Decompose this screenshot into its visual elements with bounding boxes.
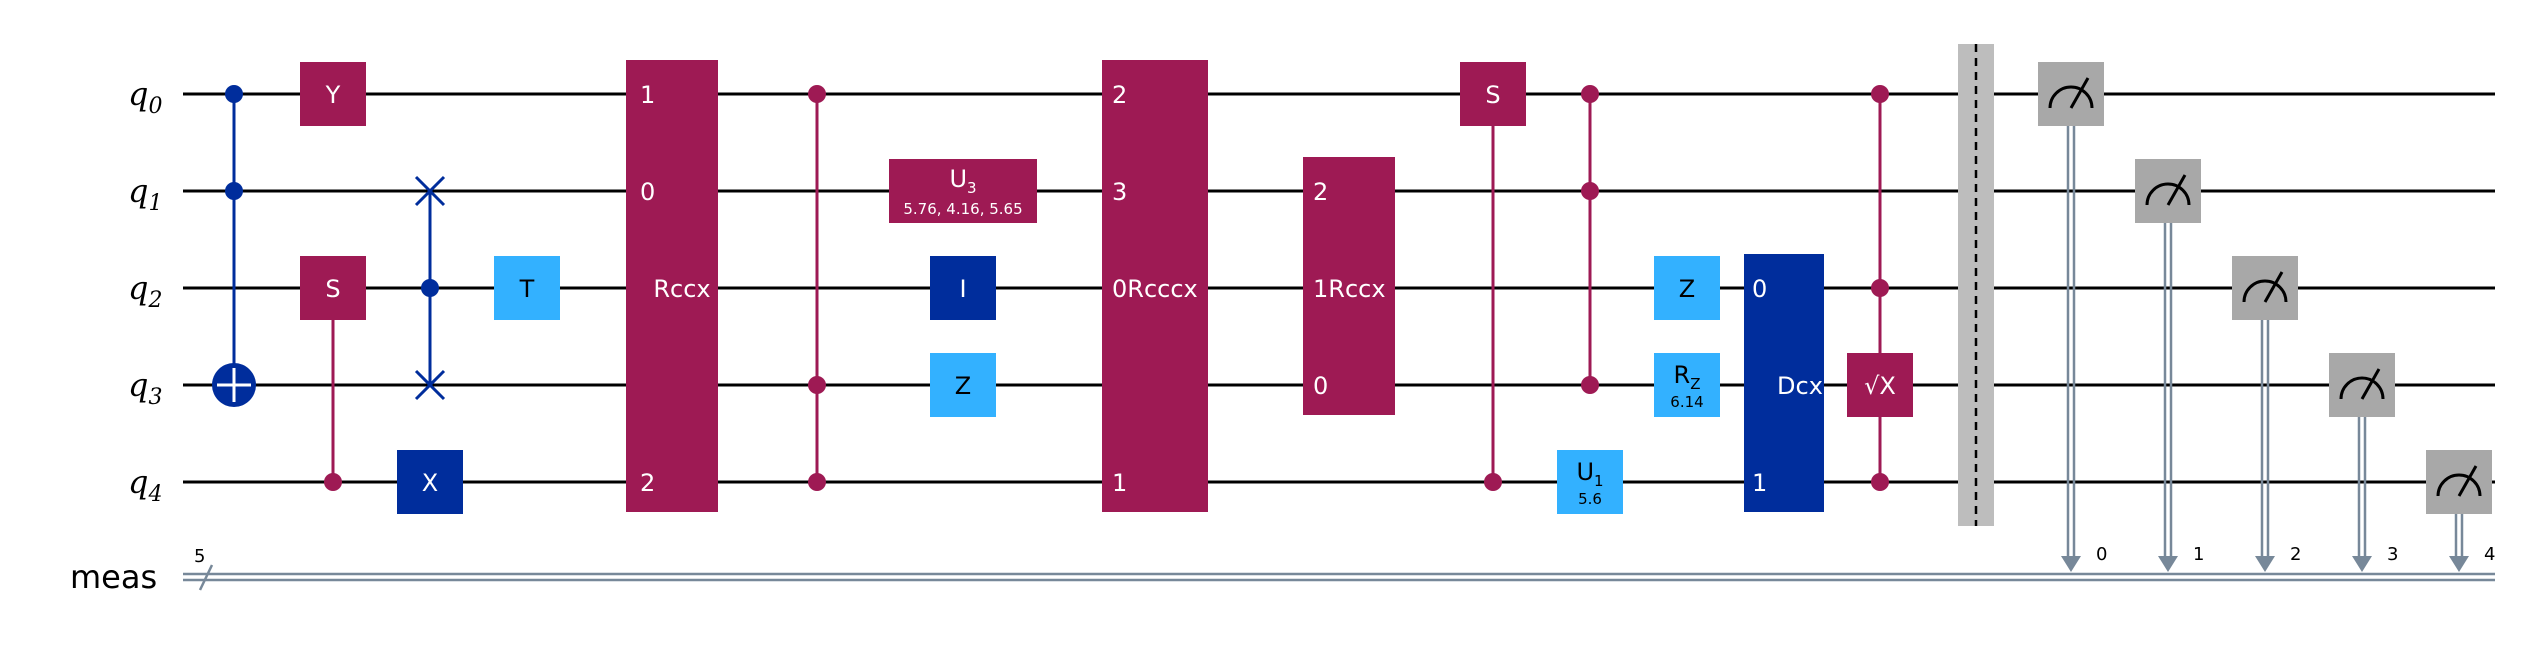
meter-icon	[2145, 174, 2191, 206]
control-dot	[808, 85, 826, 103]
svg-text:Rccx: Rccx	[653, 275, 710, 303]
identity-gate: I	[930, 256, 996, 320]
arrow-down-icon	[2255, 556, 2275, 572]
control-dot	[1871, 279, 1889, 297]
control-dot	[225, 182, 243, 200]
control-dot	[1484, 473, 1502, 491]
meter-icon	[2339, 368, 2385, 400]
svg-text:2: 2	[1313, 178, 1328, 206]
control-dot	[1871, 473, 1889, 491]
control-dot	[225, 85, 243, 103]
svg-text:Dcx: Dcx	[1777, 372, 1823, 400]
arrow-down-icon	[2352, 556, 2372, 572]
u3-gate: U3 5.76, 4.16, 5.65	[889, 159, 1037, 223]
classical-wire: 5	[183, 546, 2495, 591]
ccz-gate-2	[1581, 85, 1599, 394]
measure-gate: 1	[2135, 159, 2204, 572]
qubit-label-0: q0	[128, 75, 162, 119]
swap-cross-icon	[414, 175, 446, 207]
measure-gate: 0	[2038, 62, 2107, 572]
meter-icon	[2242, 271, 2288, 303]
svg-text:2: 2	[1112, 81, 1127, 109]
svg-text:0: 0	[640, 178, 655, 206]
svg-text:6.14: 6.14	[1670, 393, 1703, 411]
qubit-label-1: q1	[128, 172, 162, 216]
register-size: 5	[194, 546, 205, 567]
qubit-label-2: q2	[128, 269, 162, 313]
meter-icon	[2048, 77, 2094, 109]
register-slash	[198, 564, 214, 591]
rz-gate: RZ 6.14	[1654, 353, 1720, 417]
y-gate: Y	[300, 62, 366, 126]
qubit-labels: q0 q1 q2 q3 q4 meas	[70, 75, 162, 596]
svg-text:0: 0	[1313, 372, 1328, 400]
svg-text:3: 3	[1112, 178, 1127, 206]
svg-text:U3: U3	[949, 165, 976, 197]
measurements: 0 1 2	[2038, 62, 2495, 572]
control-dot	[1581, 376, 1599, 394]
svg-text:S: S	[325, 275, 340, 303]
svg-text:X: X	[422, 469, 438, 497]
cswap-gate	[414, 175, 446, 401]
svg-text:Z: Z	[955, 372, 971, 400]
svg-text:3: 3	[2387, 544, 2398, 565]
svg-text:2: 2	[2290, 544, 2301, 565]
svg-text:5.6: 5.6	[1578, 490, 1602, 508]
controlled-sx-gate: √X	[1847, 85, 1913, 491]
swap-cross-icon	[414, 369, 446, 401]
classical-register-label: meas	[70, 558, 157, 596]
svg-text:T: T	[519, 275, 535, 303]
meter-icon	[2436, 465, 2482, 497]
control-dot	[1581, 182, 1599, 200]
svg-text:0Rcccx: 0Rcccx	[1112, 275, 1198, 303]
control-dot	[324, 473, 342, 491]
control-dot	[808, 473, 826, 491]
z-gate: Z	[930, 353, 996, 417]
svg-text:0: 0	[2096, 544, 2107, 565]
z-gate-2: Z	[1654, 256, 1720, 320]
svg-text:1Rccx: 1Rccx	[1313, 275, 1386, 303]
rccx-gate-2: 2 1Rccx 0	[1303, 157, 1395, 415]
control-dot	[421, 279, 439, 297]
svg-text:U1: U1	[1576, 458, 1603, 490]
x-gate: X	[397, 450, 463, 514]
arrow-down-icon	[2449, 556, 2469, 572]
measure-gate: 3	[2329, 353, 2398, 572]
qubit-label-4: q4	[128, 463, 162, 507]
measure-gate: 4	[2426, 450, 2495, 572]
rcccx-gate: 2 3 0Rcccx 1	[1102, 60, 1208, 512]
rccx-gate: 1 0 2 Rccx	[626, 60, 718, 512]
svg-text:RZ: RZ	[1674, 361, 1701, 393]
svg-text:S: S	[1485, 81, 1500, 109]
arrow-down-icon	[2061, 556, 2081, 572]
ccx-gate	[212, 85, 256, 407]
dcx-gate: 0 1 Dcx	[1744, 254, 1824, 512]
qubit-label-3: q3	[128, 366, 162, 410]
barrier	[1958, 44, 1994, 526]
control-dot	[1581, 85, 1599, 103]
svg-text:I: I	[959, 275, 966, 303]
svg-text:Y: Y	[325, 81, 341, 109]
controlled-s-gate: S	[300, 256, 366, 491]
svg-text:1: 1	[1752, 469, 1767, 497]
u1-gate: U1 5.6	[1557, 450, 1623, 514]
controlled-s-gate-2: S	[1460, 62, 1526, 491]
svg-text:1: 1	[1112, 469, 1127, 497]
svg-text:1: 1	[2193, 544, 2204, 565]
svg-text:Z: Z	[1679, 275, 1695, 303]
t-gate: T	[494, 256, 560, 320]
arrow-down-icon	[2158, 556, 2178, 572]
ccz-gate	[808, 85, 826, 491]
measure-gate: 2	[2232, 256, 2301, 572]
svg-text:4: 4	[2484, 544, 2495, 565]
svg-text:2: 2	[640, 469, 655, 497]
control-dot	[1871, 85, 1889, 103]
control-dot	[808, 376, 826, 394]
svg-text:5.76, 4.16, 5.65: 5.76, 4.16, 5.65	[903, 200, 1022, 218]
svg-text:0: 0	[1752, 275, 1767, 303]
svg-text:√X: √X	[1864, 372, 1896, 400]
svg-text:1: 1	[640, 81, 655, 109]
